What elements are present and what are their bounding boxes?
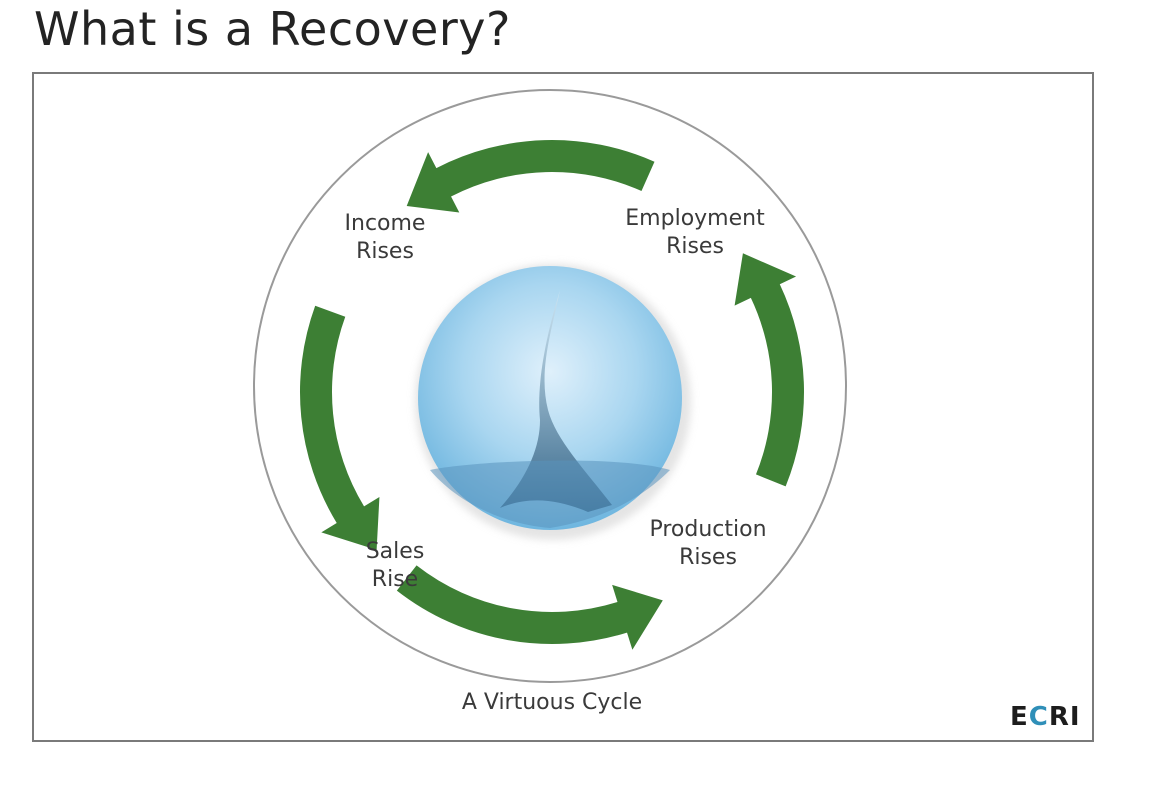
logo-accent-letter: C [1028,702,1049,732]
node-income-rises: Income Rises [344,211,426,264]
node-employment-rises: Employment Rises [625,206,765,259]
node-sales-rise: Sales Rise [365,539,425,592]
ecri-logo: ECRI [1010,702,1081,732]
arrow-production-to-employment [734,253,804,487]
diagram-caption: A Virtuous Cycle [461,690,643,715]
node-production-rises: Production Rises [649,517,767,570]
arrow-employment-to-income [406,140,655,213]
water-splash-icon [415,264,691,540]
page-title: What is a Recovery? [34,2,511,56]
arrow-sales-to-production [396,565,663,650]
outer-ring [253,89,847,683]
arrow-income-to-sales [300,305,380,550]
